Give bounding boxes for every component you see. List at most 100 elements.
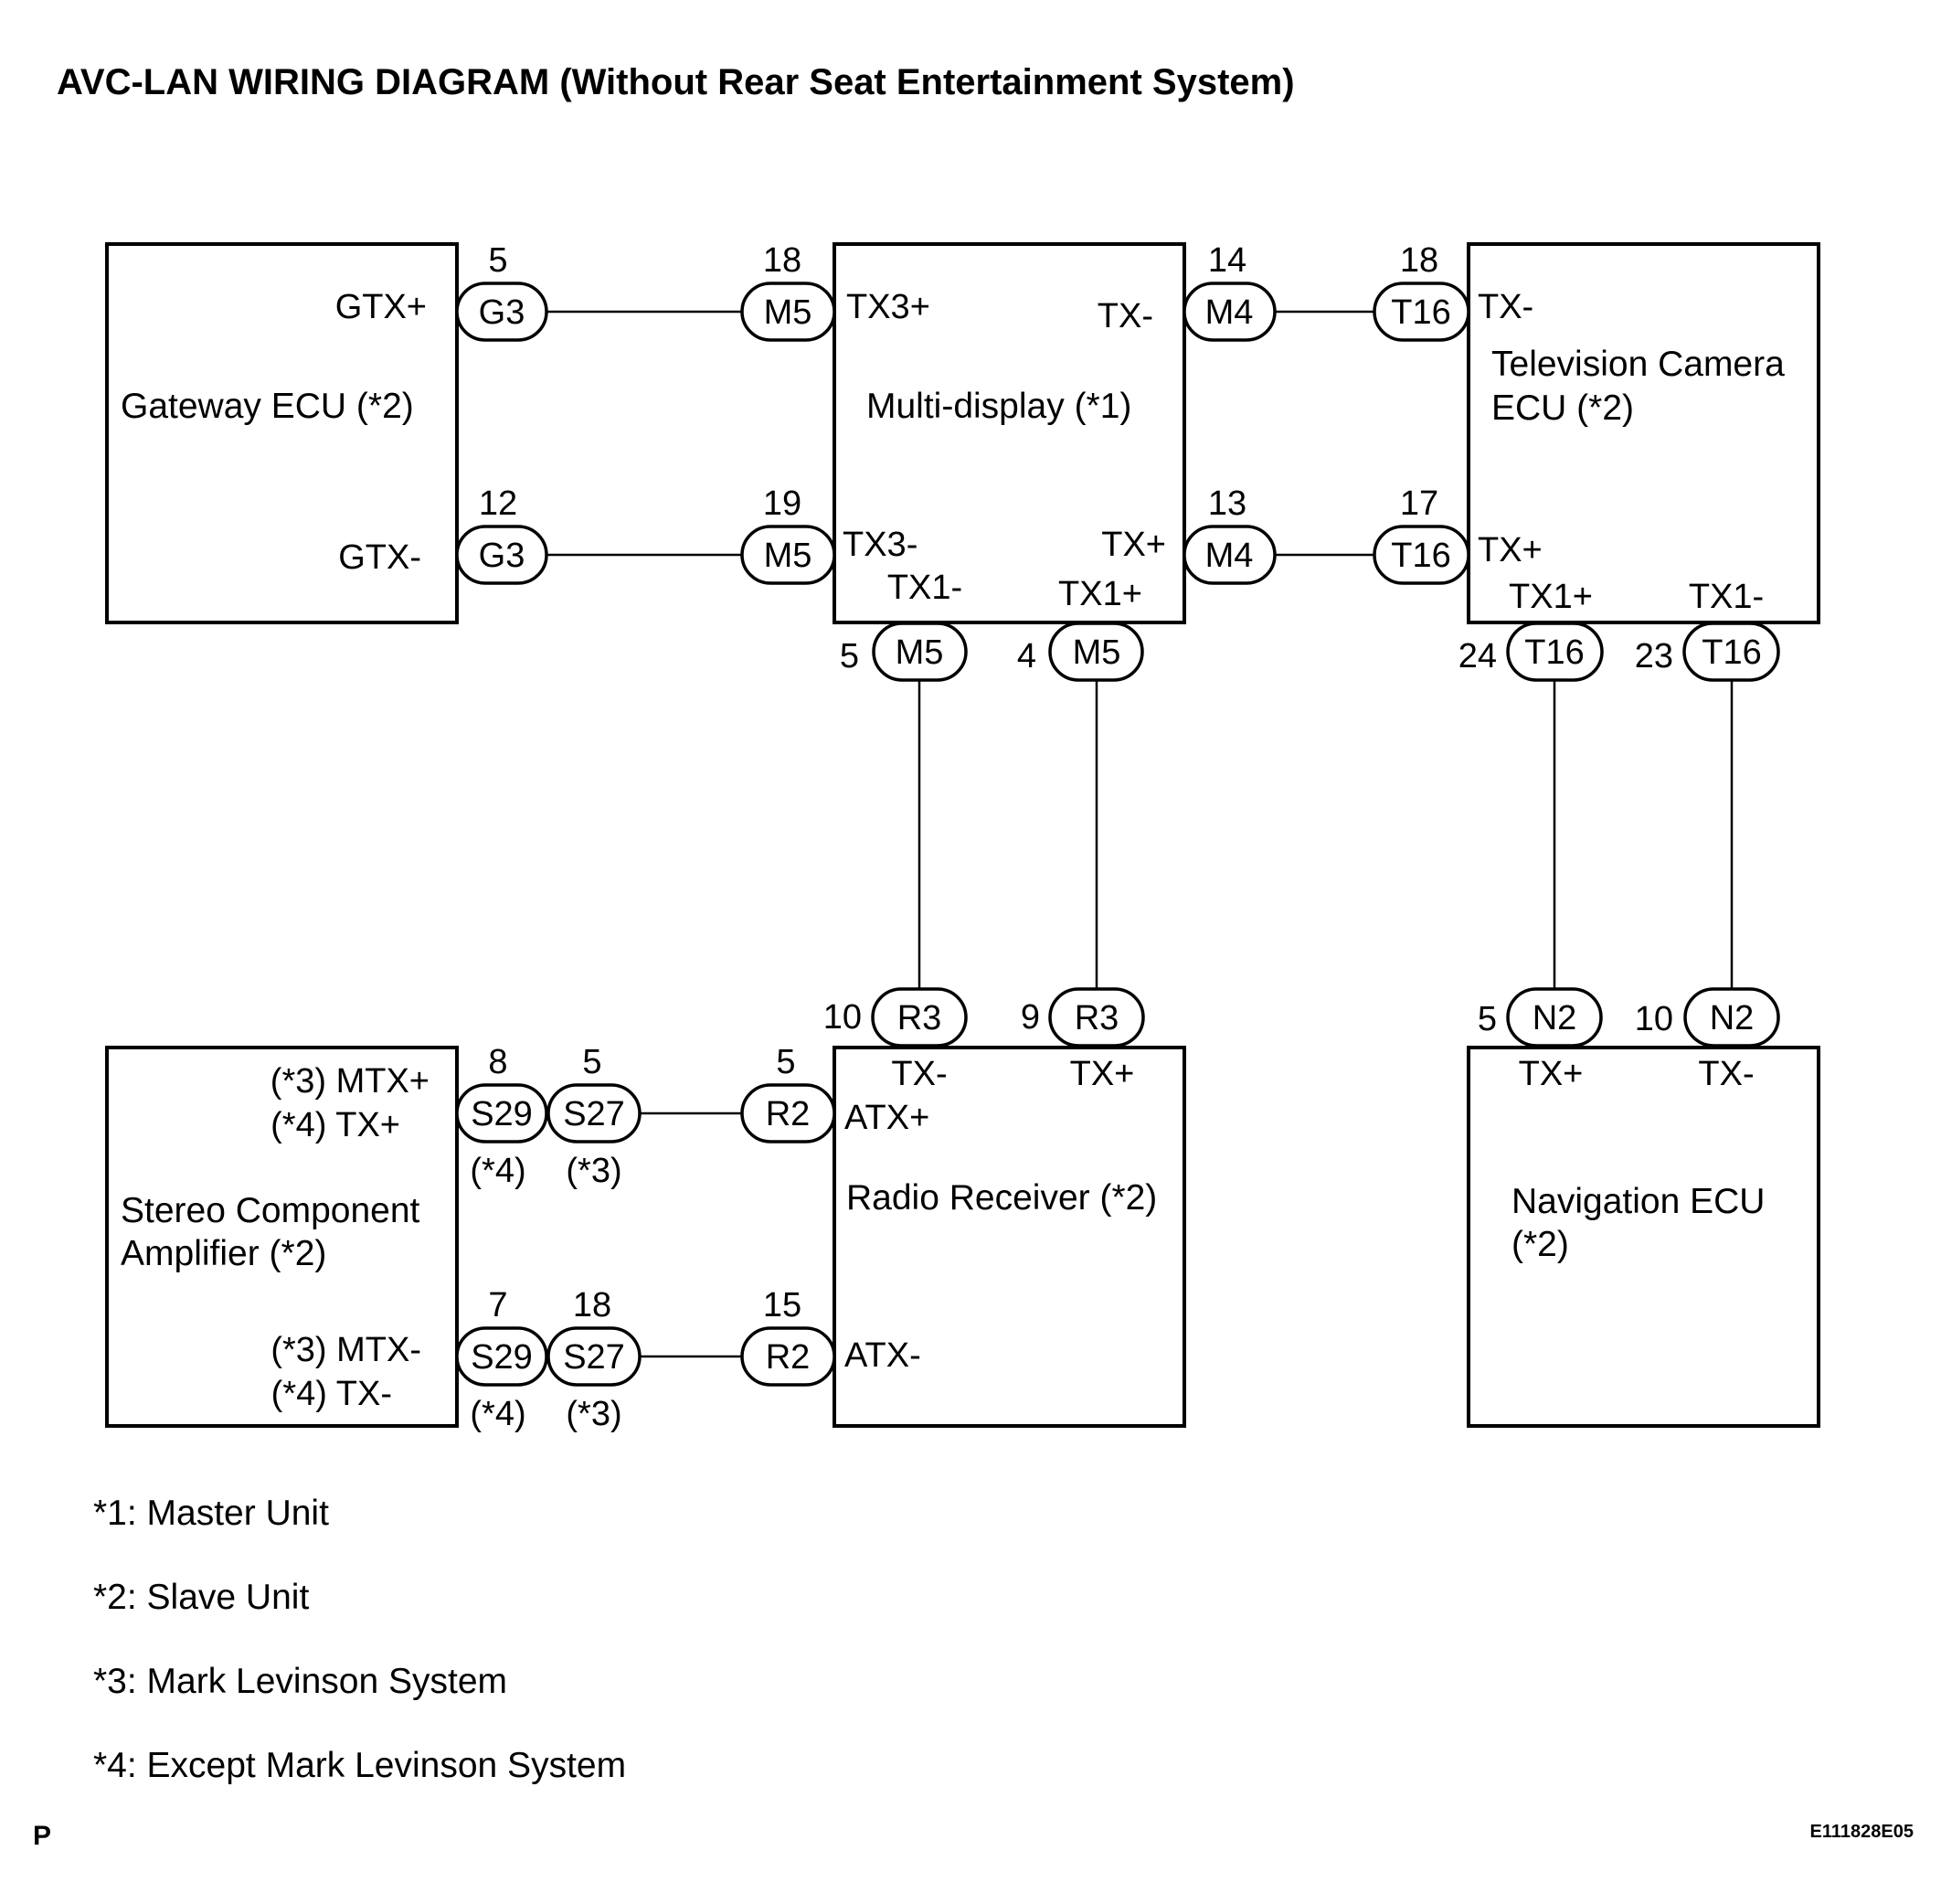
connector-m4-top: M4: [1183, 282, 1277, 342]
svg-text:R2: R2: [766, 1095, 811, 1133]
connector-r2-bottom: R2: [740, 1326, 836, 1387]
connector-r2-top: R2: [740, 1083, 836, 1143]
pin-s27-bottom: 18: [573, 1286, 611, 1324]
label-multi-display: Multi-display (*1): [866, 387, 1131, 426]
pin-n2-right: 10: [1635, 1000, 1673, 1038]
signal-amp-mtx-plus: (*3) MTX+: [270, 1062, 430, 1101]
connector-s27-top: S27: [546, 1083, 642, 1143]
stereo-amplifier-box: [105, 1046, 459, 1428]
connector-m4-bottom: M4: [1183, 525, 1277, 585]
svg-text:S27: S27: [563, 1095, 625, 1133]
pin-r2-bottom: 15: [763, 1286, 801, 1324]
svg-text:T16: T16: [1391, 293, 1450, 332]
pin-m4-top: 14: [1208, 241, 1246, 280]
svg-text:N2: N2: [1710, 999, 1755, 1037]
pin-r3-left: 10: [823, 998, 862, 1037]
connector-t16-mid: T16: [1373, 525, 1470, 585]
radio-receiver-box: [833, 1046, 1186, 1428]
connector-m5-mid: M5: [740, 525, 836, 585]
pin-m5-mid: 19: [763, 484, 801, 523]
svg-text:N2: N2: [1533, 999, 1577, 1037]
svg-text:R3: R3: [897, 999, 942, 1037]
pin-t16-bottom-left: 24: [1458, 637, 1497, 675]
connector-m5-bottom-left: M5: [872, 622, 968, 682]
signal-tx3-plus: TX3+: [846, 288, 930, 326]
label-navigation-line2: (*2): [1511, 1225, 1569, 1264]
svg-text:G3: G3: [479, 293, 525, 332]
svg-text:S27: S27: [563, 1338, 625, 1377]
connector-m5-top: M5: [740, 282, 836, 342]
svg-text:T16: T16: [1524, 633, 1584, 672]
svg-text:M4: M4: [1205, 537, 1254, 575]
pin-t16-mid: 17: [1400, 484, 1438, 523]
tv-camera-ecu-box: [1467, 242, 1820, 624]
signal-tv-tx-plus: TX+: [1478, 531, 1543, 569]
signal-amp-tx-minus: (*4) TX-: [271, 1375, 392, 1413]
label-radio-receiver: Radio Receiver (*2): [846, 1178, 1157, 1218]
signal-md-tx1-minus: TX1-: [887, 569, 962, 607]
signal-rr-atx-plus: ATX+: [844, 1099, 929, 1137]
connector-t16-bottom-left: T16: [1506, 622, 1604, 682]
pin-s29-top: 8: [488, 1043, 507, 1081]
pin-m5-bottom-right: 4: [1017, 637, 1036, 675]
signal-tv-tx1-plus: TX1+: [1509, 578, 1593, 616]
signal-rr-tx-minus: TX-: [891, 1055, 947, 1093]
corner-letter: P: [33, 1821, 51, 1851]
connector-t16-bottom-right: T16: [1682, 622, 1780, 682]
note-1: *1: Master Unit: [93, 1494, 329, 1533]
signal-tv-tx1-minus: TX1-: [1689, 578, 1764, 616]
connector-s29-bottom: S29: [455, 1326, 548, 1387]
svg-text:M5: M5: [1073, 633, 1121, 672]
svg-text:M5: M5: [764, 293, 812, 332]
svg-text:T16: T16: [1702, 633, 1761, 672]
variant-s29-bottom: (*4): [470, 1395, 525, 1433]
connector-r3-left: R3: [871, 987, 968, 1048]
signal-md-tx-plus: TX+: [1101, 526, 1166, 564]
signal-amp-tx-plus: (*4) TX+: [270, 1106, 400, 1144]
variant-s27-top: (*3): [566, 1152, 621, 1190]
pin-t16-top: 18: [1400, 241, 1438, 280]
signal-tv-tx-minus: TX-: [1478, 288, 1533, 326]
pin-m5-top: 18: [763, 241, 801, 280]
pin-t16-bottom-right: 23: [1635, 637, 1673, 675]
connector-t16-top: T16: [1373, 282, 1470, 342]
figure-code: E111828E05: [1810, 1822, 1914, 1842]
svg-text:M5: M5: [764, 537, 812, 575]
variant-s27-bottom: (*3): [566, 1395, 621, 1433]
label-amplifier-line2: Amplifier (*2): [121, 1234, 326, 1273]
label-tv-camera-line1: Television Camera: [1491, 345, 1785, 384]
pin-n2-left: 5: [1478, 1000, 1497, 1038]
svg-text:G3: G3: [479, 537, 525, 575]
diagram-title: AVC-LAN WIRING DIAGRAM (Without Rear Sea…: [57, 62, 1295, 102]
label-amplifier-line1: Stereo Component: [121, 1191, 420, 1230]
connector-r3-right: R3: [1048, 987, 1145, 1048]
signal-nav-tx-minus: TX-: [1698, 1055, 1754, 1093]
gateway-ecu-box: [105, 242, 459, 624]
connector-g3-bottom: G3: [455, 525, 548, 585]
pin-g3-top: 5: [488, 241, 507, 280]
pin-g3-bottom: 12: [479, 484, 517, 523]
note-4: *4: Except Mark Levinson System: [93, 1746, 626, 1785]
signal-gtx-plus: GTX+: [335, 288, 427, 326]
signal-md-tx1-plus: TX1+: [1058, 575, 1142, 613]
pin-s27-top: 5: [582, 1043, 601, 1081]
svg-text:R3: R3: [1075, 999, 1119, 1037]
connector-n2-left: N2: [1506, 987, 1603, 1048]
note-3: *3: Mark Levinson System: [93, 1662, 507, 1701]
pin-m4-bottom: 13: [1208, 484, 1246, 523]
signal-rr-tx-plus: TX+: [1070, 1055, 1135, 1093]
signal-md-tx-minus: TX-: [1098, 297, 1153, 335]
connector-m5-bottom-right: M5: [1048, 622, 1144, 682]
pin-r3-right: 9: [1021, 998, 1040, 1037]
signal-tx3-minus: TX3-: [843, 526, 917, 564]
signal-rr-atx-minus: ATX-: [844, 1336, 921, 1375]
signal-amp-mtx-minus: (*3) MTX-: [270, 1331, 421, 1369]
pin-m5-bottom-left: 5: [840, 637, 859, 675]
pin-r2-top: 5: [776, 1043, 795, 1081]
pin-s29-bottom: 7: [488, 1286, 507, 1324]
connector-n2-right: N2: [1683, 987, 1780, 1048]
note-2: *2: Slave Unit: [93, 1578, 309, 1617]
svg-text:S29: S29: [471, 1338, 533, 1377]
label-tv-camera-line2: ECU (*2): [1491, 388, 1634, 428]
